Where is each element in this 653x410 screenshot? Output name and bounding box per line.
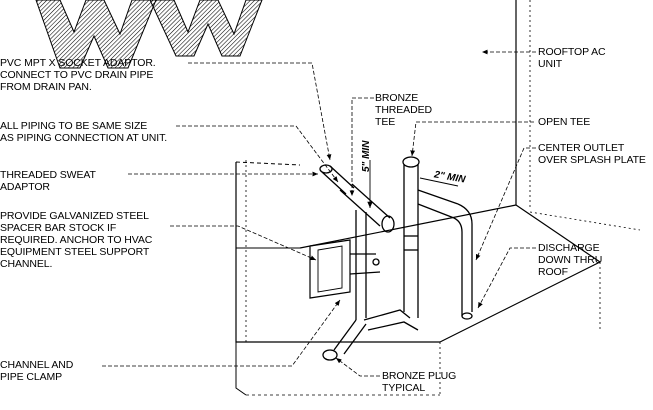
piping-size-note: ALL PIPING TO BE SAME SIZE AS PIPING CON… <box>0 120 168 144</box>
rooftop-ac-unit-label: ROOFTOP AC UNIT <box>538 46 606 70</box>
dimension-lines <box>367 160 459 208</box>
bronze-threaded-tee-label: BRONZE THREADED TEE <box>375 92 432 128</box>
channel-pipe-clamp-label: CHANNEL AND PIPE CLAMP <box>0 359 74 383</box>
drain-piping <box>309 156 473 361</box>
spacer-bar-note: PROVIDE GALVANIZED STEEL SPACER BAR STOC… <box>0 210 153 270</box>
five-inch-min-dimension: 5" MIN <box>361 140 372 172</box>
leader-lines <box>102 49 536 377</box>
watermark-logo <box>35 0 263 69</box>
pvc-adaptor-note: PVC MPT X SOCKET ADAPTOR. CONNECT TO PVC… <box>0 57 156 93</box>
threaded-sweat-adaptor-label: THREADED SWEAT ADAPTOR <box>0 169 96 193</box>
bronze-plug-label: BRONZE PLUG TYPICAL <box>382 370 457 394</box>
open-tee-label: OPEN TEE <box>538 116 591 128</box>
center-outlet-label: CENTER OUTLET OVER SPLASH PLATE <box>538 142 646 166</box>
discharge-label: DISCHARGE DOWN THRU ROOF <box>538 242 603 278</box>
